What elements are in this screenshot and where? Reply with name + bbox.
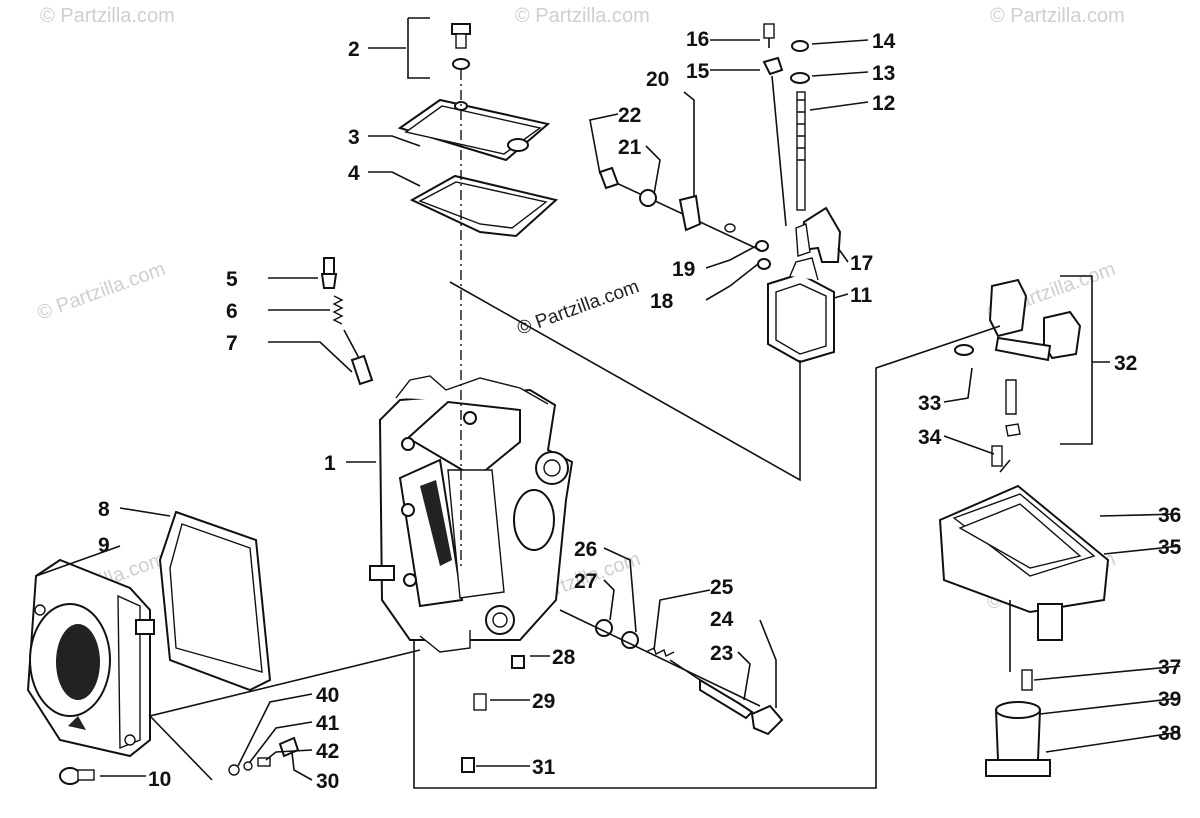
part-jets-28-29-31 (461, 655, 525, 773)
callout-16: 16 (686, 28, 709, 51)
callout-34: 34 (918, 426, 942, 449)
callout-39: 39 (1158, 688, 1181, 711)
callout-12: 12 (872, 92, 895, 115)
callout-2: 2 (348, 38, 360, 61)
part-bracket-17 (795, 206, 842, 263)
callout-leaders (35, 39, 1181, 781)
callout-37: 37 (1158, 656, 1181, 679)
part-float-bowl-35-36 (938, 484, 1110, 641)
assembly-lines (148, 17, 1093, 789)
callout-36: 36 (1158, 504, 1181, 527)
callout-18: 18 (650, 290, 674, 313)
callout-3: 3 (348, 126, 360, 149)
parts-drawing (26, 23, 1110, 785)
callout-10: 10 (148, 768, 171, 791)
callout-19: 19 (672, 258, 695, 281)
part-shaft-20-22 (598, 166, 761, 251)
callout-29: 29 (532, 690, 555, 713)
part-oring-screw-33-34 (954, 344, 1003, 467)
part-jet-23-25 (645, 647, 784, 736)
callout-22: 22 (618, 104, 641, 127)
callout-40: 40 (316, 684, 339, 707)
callout-21: 21 (618, 136, 642, 159)
callout-23: 23 (710, 642, 733, 665)
callout-30: 30 (316, 770, 339, 793)
part-carburetor-body-1 (369, 375, 574, 653)
callout-6: 6 (226, 300, 238, 323)
callout-11: 11 (850, 284, 873, 307)
callout-20: 20 (646, 68, 669, 91)
callout-14: 14 (872, 30, 896, 53)
watermark-top-right: © Partzilla.com (990, 5, 1125, 27)
callout-7: 7 (226, 332, 238, 355)
callout-17: 17 (850, 252, 873, 275)
callout-42: 42 (316, 740, 339, 763)
callout-15: 15 (686, 60, 710, 83)
callout-31: 31 (532, 756, 556, 779)
callout-35: 35 (1158, 536, 1182, 559)
callout-13: 13 (872, 62, 895, 85)
callout-26: 26 (574, 538, 597, 561)
callout-5: 5 (226, 268, 238, 291)
callout-1: 1 (324, 452, 336, 475)
part-drain-37-39 (985, 669, 1051, 777)
part-float-assembly-32 (988, 278, 1082, 437)
part-screw-2 (451, 23, 471, 70)
callout-24: 24 (710, 608, 734, 631)
part-rod-12 (796, 91, 806, 211)
callout-9: 9 (98, 534, 110, 557)
part-plunger-5-7 (320, 257, 374, 386)
part-valve-assembly-11 (767, 257, 835, 364)
callout-32: 32 (1114, 352, 1137, 375)
callout-33: 33 (918, 392, 941, 415)
watermark-top-center: © Partzilla.com (515, 5, 650, 27)
callout-4: 4 (348, 162, 360, 185)
part-throttle-housing-9 (26, 558, 155, 758)
callout-38: 38 (1158, 722, 1182, 745)
callout-25: 25 (710, 576, 734, 599)
part-screw-10 (59, 767, 95, 785)
part-gasket-4 (409, 174, 559, 238)
part-clip-15-16 (762, 23, 787, 227)
part-flange-gasket-8 (158, 510, 272, 692)
callout-41: 41 (316, 712, 340, 735)
watermark-top-left: © Partzilla.com (40, 5, 175, 27)
callout-27: 27 (574, 570, 597, 593)
part-washers-13-14 (790, 40, 810, 84)
callout-8: 8 (98, 498, 110, 521)
part-orings-26-27 (595, 619, 639, 649)
part-top-cover-3 (397, 98, 551, 162)
callout-numbers: 2 3 4 5 6 7 1 8 9 10 16 15 14 13 12 11 1… (98, 28, 1182, 793)
watermark-mid-left: © Partzilla.com (34, 258, 168, 325)
callout-28: 28 (552, 646, 576, 669)
